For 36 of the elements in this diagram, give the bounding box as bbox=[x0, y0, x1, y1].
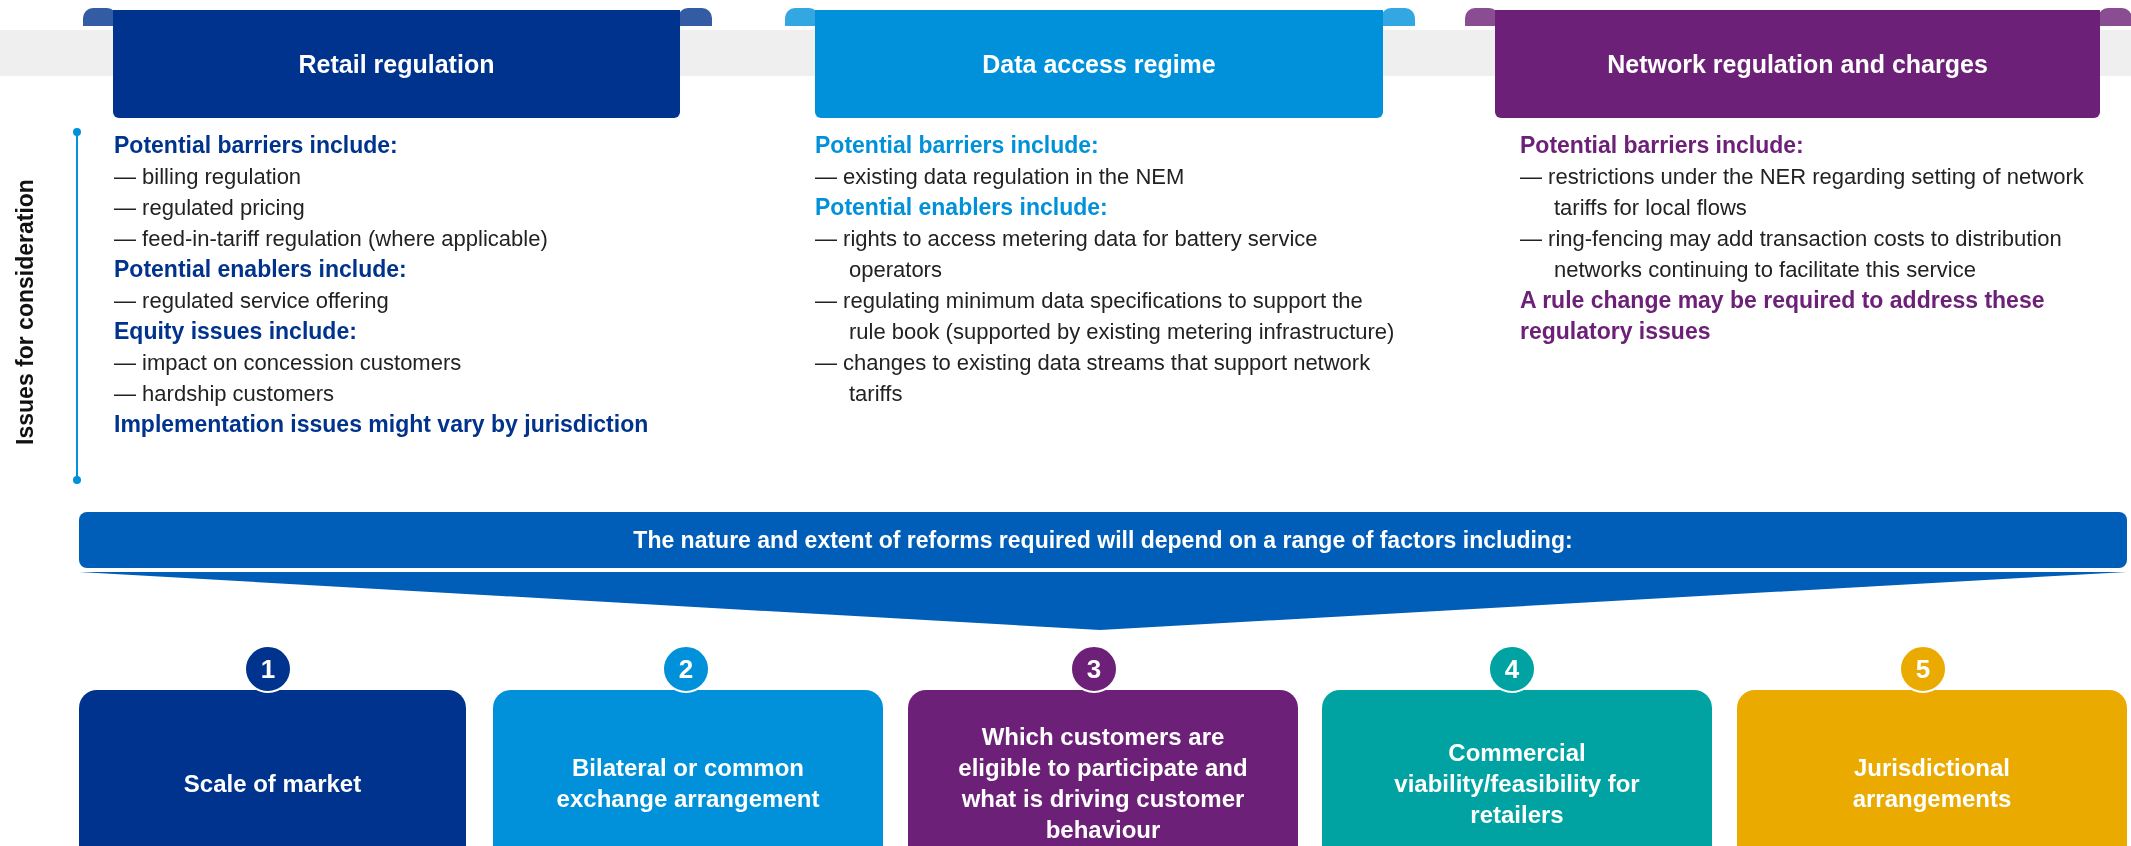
number-circle: 1 bbox=[244, 645, 292, 693]
bullet-item: — existing data regulation in the NEM bbox=[815, 163, 1186, 191]
bullet-item: — changes to existing data streams that support network tariffs bbox=[815, 349, 1372, 408]
bullet-item: — impact on concession customers bbox=[114, 349, 463, 377]
section-heading: Potential barriers include: bbox=[1520, 131, 1805, 160]
bullet-item: — billing regulation bbox=[114, 163, 303, 191]
section-heading: Potential barriers include: bbox=[815, 131, 1100, 160]
section-heading: Potential enablers include: bbox=[114, 255, 408, 284]
bullet-item: — feed-in-tariff regulation (where applicable) bbox=[114, 225, 549, 253]
factor-box: Scale of market bbox=[79, 690, 466, 846]
number-circle: 4 bbox=[1488, 645, 1536, 693]
factor-box: Commercial viability/feasibility for retailers bbox=[1322, 690, 1712, 846]
section-header: Network regulation and charges bbox=[1495, 10, 2100, 118]
bullet-item: — restrictions under the NER regarding setting of network tariffs for local flows bbox=[1520, 163, 2085, 222]
section-heading: Potential barriers include: bbox=[114, 131, 399, 160]
banner bbox=[79, 512, 2127, 630]
bullet-item: — regulated pricing bbox=[114, 194, 306, 222]
section-heading: Potential enablers include: bbox=[815, 193, 1109, 222]
bullet-item: — regulating minimum data specifications to support the rule book (supported by existing metering infrastructure) bbox=[815, 287, 1396, 346]
section-header: Data access regime bbox=[815, 10, 1383, 118]
bullet-item: — ring-fencing may add transaction costs to distribution networks continuing to facilitate this service bbox=[1520, 225, 2063, 284]
bullet-item: — rights to access metering data for battery service operators bbox=[815, 225, 1319, 284]
factor-box: Jurisdictional arrangements bbox=[1737, 690, 2127, 846]
section-heading: Equity issues include: bbox=[114, 317, 358, 346]
section-heading: A rule change may be required to address these regulatory issues bbox=[1520, 286, 2046, 346]
number-circle: 3 bbox=[1070, 645, 1118, 693]
bullet-item: — hardship customers bbox=[114, 380, 336, 408]
number-circle: 2 bbox=[662, 645, 710, 693]
banner-text: The nature and extent of reforms required will depend on a range of factors including: bbox=[632, 525, 1574, 555]
section-header: Retail regulation bbox=[113, 10, 680, 118]
side-label: Issues for consideration bbox=[10, 178, 39, 447]
bullet-item: — regulated service offering bbox=[114, 287, 390, 315]
factor-box: Bilateral or common exchange arrangement bbox=[493, 690, 883, 846]
number-circle: 5 bbox=[1899, 645, 1947, 693]
factor-box: Which customers are eligible to participate and what is driving customer behaviour bbox=[908, 690, 1298, 846]
section-heading: Implementation issues might vary by jurisdiction bbox=[114, 410, 650, 439]
